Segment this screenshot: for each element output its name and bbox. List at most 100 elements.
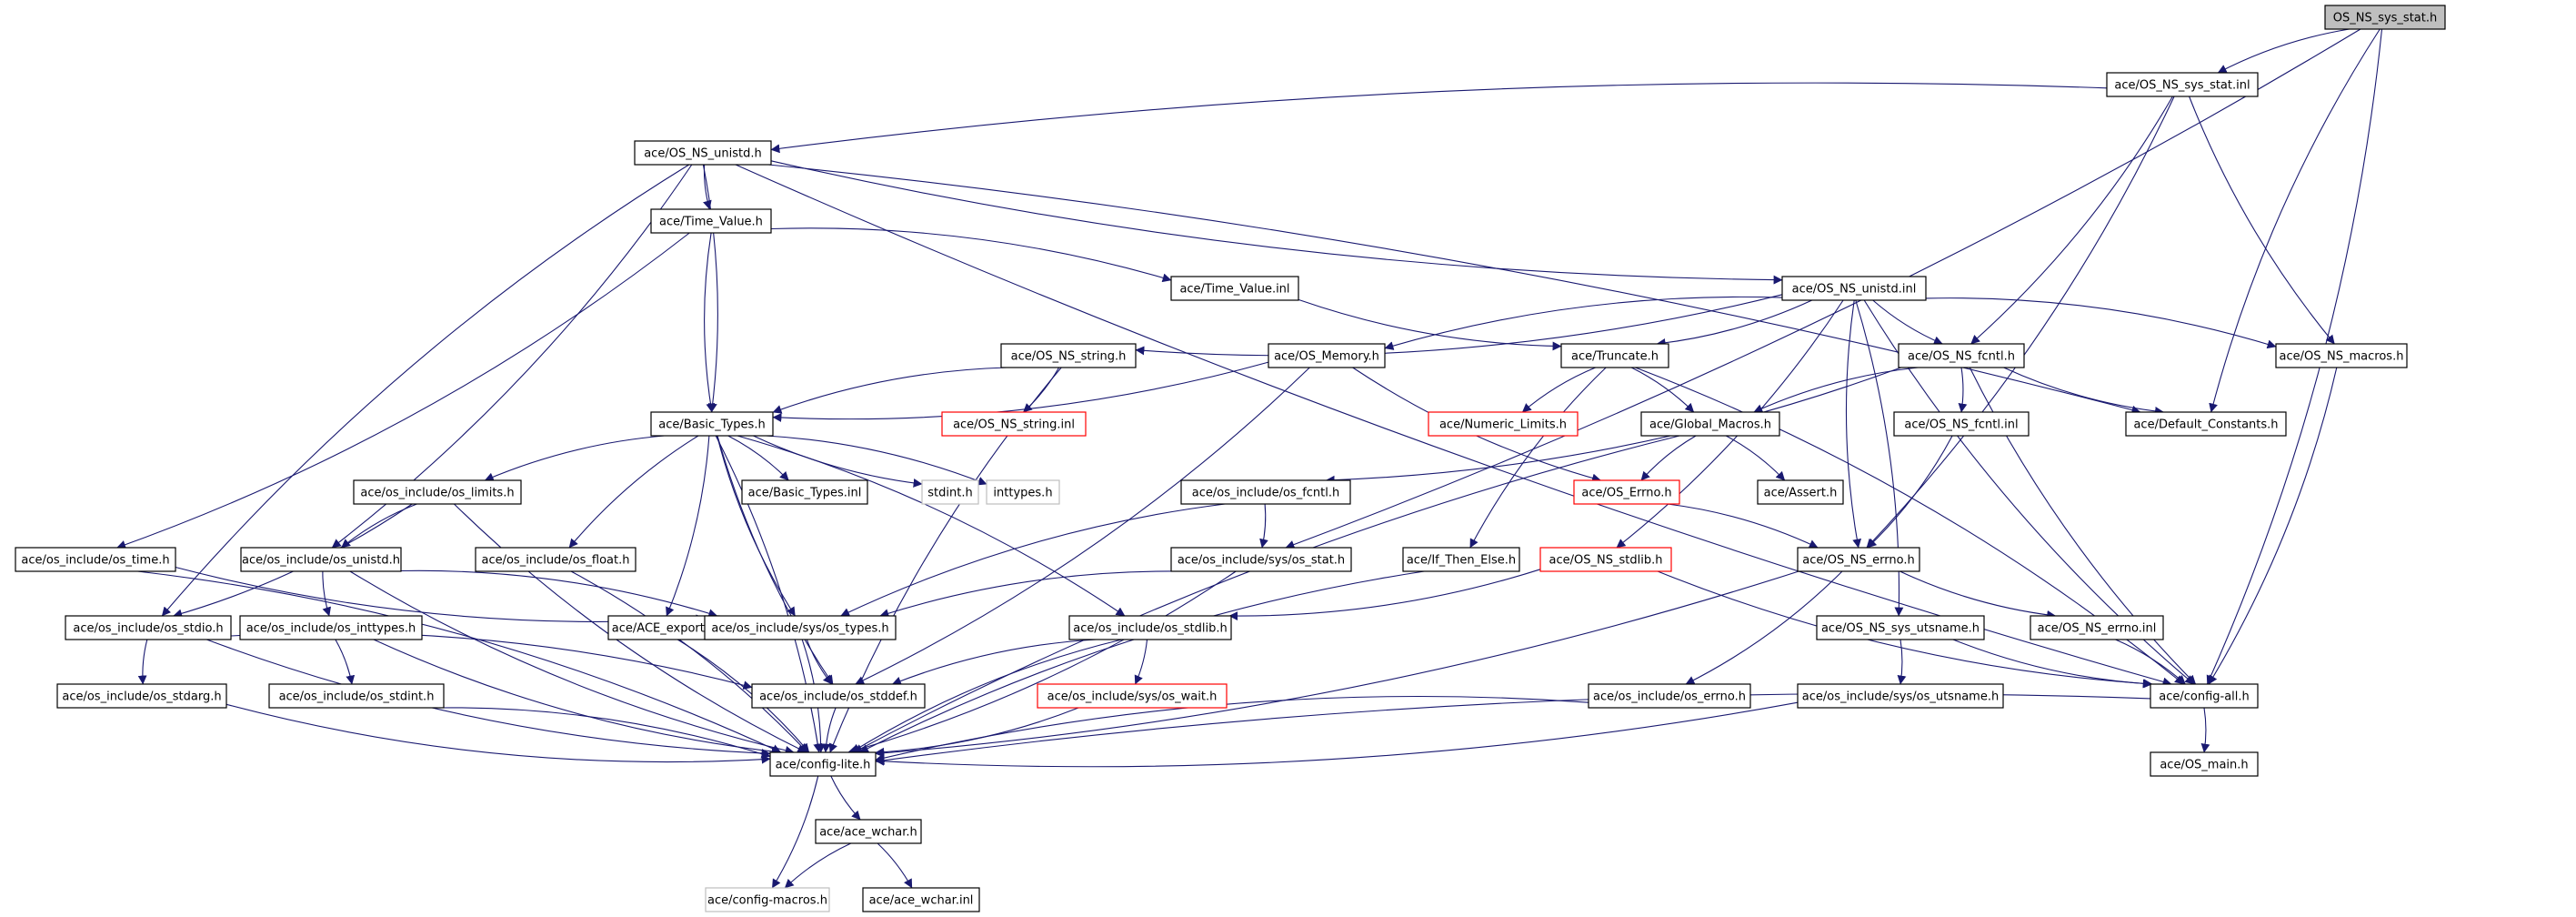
node-box-os_unistd[interactable] [240, 547, 402, 572]
node-basic_types[interactable]: ace/Basic_Types.h [650, 411, 774, 437]
node-box-os_float[interactable] [475, 547, 636, 572]
node-sys_os_types[interactable]: ace/os_include/sys/os_types.h [704, 615, 897, 640]
node-ace_wchar_h[interactable]: ace/ace_wchar.h [815, 819, 922, 844]
node-unistd_inl[interactable]: ace/OS_NS_unistd.inl [1781, 276, 1927, 301]
node-box-os_stddef[interactable] [751, 683, 926, 709]
node-box-time_value_h[interactable] [650, 208, 772, 234]
node-box-utsname_h[interactable] [1816, 615, 1985, 640]
node-box-sys_os_stat[interactable] [1170, 547, 1352, 572]
node-stdint[interactable]: stdint.h [921, 479, 979, 505]
node-box-os_stdlib[interactable] [1068, 615, 1232, 640]
node-config_macros[interactable]: ace/config-macros.h [705, 887, 830, 912]
node-truncate[interactable]: ace/Truncate.h [1560, 343, 1669, 368]
node-os_stdarg[interactable]: ace/os_include/os_stdarg.h [56, 683, 227, 709]
node-ace_export[interactable]: ace/ACE_export.h [607, 615, 720, 640]
node-box-os_memory[interactable] [1268, 343, 1386, 368]
node-sys_os_wait[interactable]: ace/os_include/sys/os_wait.h [1037, 683, 1228, 709]
node-os_time[interactable]: ace/os_include/os_time.h [15, 547, 176, 572]
node-fcntl_inl[interactable]: ace/OS_NS_fcntl.inl [1893, 411, 2030, 437]
node-box-unistd_inl[interactable] [1781, 276, 1927, 301]
node-box-os_inttypes[interactable] [239, 615, 423, 640]
node-os_inttypes[interactable]: ace/os_include/os_inttypes.h [239, 615, 423, 640]
node-os_memory[interactable]: ace/OS_Memory.h [1268, 343, 1386, 368]
node-box-sys_os_utsname[interactable] [1797, 683, 2004, 709]
node-box-string_inl[interactable] [941, 411, 1087, 437]
node-box-errno_h[interactable] [1797, 547, 1920, 572]
node-macros_h[interactable]: ace/OS_NS_macros.h [2275, 343, 2408, 368]
node-string_h[interactable]: ace/OS_NS_string.h [1000, 343, 1137, 368]
node-box-os_errno[interactable] [1588, 683, 1751, 709]
node-box-os_stdint[interactable] [268, 683, 445, 709]
node-box-config_macros[interactable] [705, 887, 830, 912]
node-time_value_inl[interactable]: ace/Time_Value.inl [1170, 276, 1299, 301]
node-inttypes[interactable]: inttypes.h [986, 479, 1060, 505]
node-sys_os_utsname[interactable]: ace/os_include/sys/os_utsname.h [1797, 683, 2004, 709]
node-os_fcntl[interactable]: ace/os_include/os_fcntl.h [1180, 479, 1351, 505]
node-box-config_lite[interactable] [769, 751, 877, 777]
node-box-global_macros[interactable] [1640, 411, 1780, 437]
node-global_macros[interactable]: ace/Global_Macros.h [1640, 411, 1780, 437]
node-box-fcntl_h[interactable] [1898, 343, 2025, 368]
node-box-basic_types_inl[interactable] [741, 479, 868, 505]
node-box-os_limits[interactable] [353, 479, 522, 505]
node-box-sys_os_types[interactable] [704, 615, 897, 640]
node-box-config_all[interactable] [2150, 683, 2259, 709]
node-box-stdlib_h[interactable] [1539, 547, 1672, 572]
node-box-ace_wchar_inl[interactable] [862, 887, 980, 912]
node-box-unistd_h[interactable] [634, 140, 772, 166]
node-utsname_h[interactable]: ace/OS_NS_sys_utsname.h [1816, 615, 1985, 640]
node-box-default_constants[interactable] [2125, 411, 2287, 437]
node-sys_os_stat[interactable]: ace/os_include/sys/os_stat.h [1170, 547, 1352, 572]
node-default_constants[interactable]: ace/Default_Constants.h [2125, 411, 2287, 437]
node-box-truncate[interactable] [1560, 343, 1669, 368]
node-box-os_fcntl[interactable] [1180, 479, 1351, 505]
node-box-numeric_limits[interactable] [1428, 411, 1579, 437]
node-box-os_stdarg[interactable] [56, 683, 227, 709]
node-root[interactable]: OS_NS_sys_stat.h [2324, 5, 2446, 30]
node-box-sys_os_wait[interactable] [1037, 683, 1228, 709]
node-box-os_stdio[interactable] [65, 615, 232, 640]
node-config_lite[interactable]: ace/config-lite.h [769, 751, 877, 777]
node-box-os_time[interactable] [15, 547, 176, 572]
node-os_stdint[interactable]: ace/os_include/os_stdint.h [268, 683, 445, 709]
node-basic_types_inl[interactable]: ace/Basic_Types.inl [741, 479, 868, 505]
node-os_stdlib[interactable]: ace/os_include/os_stdlib.h [1068, 615, 1232, 640]
node-box-ace_export[interactable] [607, 615, 720, 640]
node-box-if_then_else[interactable] [1402, 547, 1520, 572]
node-stdlib_h[interactable]: ace/OS_NS_stdlib.h [1539, 547, 1672, 572]
node-if_then_else[interactable]: ace/If_Then_Else.h [1402, 547, 1520, 572]
node-sys_stat_inl[interactable]: ace/OS_NS_sys_stat.inl [2106, 72, 2259, 97]
node-box-inttypes[interactable] [986, 479, 1060, 505]
node-box-errno_inl[interactable] [2030, 615, 2164, 640]
node-os_limits[interactable]: ace/os_include/os_limits.h [353, 479, 522, 505]
node-box-stdint[interactable] [921, 479, 979, 505]
node-assert_h[interactable]: ace/Assert.h [1757, 479, 1844, 505]
node-os_stdio[interactable]: ace/os_include/os_stdio.h [65, 615, 232, 640]
node-unistd_h[interactable]: ace/OS_NS_unistd.h [634, 140, 772, 166]
node-errno_inl[interactable]: ace/OS_NS_errno.inl [2030, 615, 2164, 640]
node-ace_wchar_inl[interactable]: ace/ace_wchar.inl [862, 887, 980, 912]
node-time_value_h[interactable]: ace/Time_Value.h [650, 208, 772, 234]
node-os_main[interactable]: ace/OS_main.h [2150, 751, 2259, 777]
node-box-fcntl_inl[interactable] [1893, 411, 2030, 437]
node-os_stddef[interactable]: ace/os_include/os_stddef.h [751, 683, 926, 709]
node-box-string_h[interactable] [1000, 343, 1137, 368]
node-string_inl[interactable]: ace/OS_NS_string.inl [941, 411, 1087, 437]
node-os_unistd[interactable]: ace/os_include/os_unistd.h [240, 547, 402, 572]
node-box-sys_stat_inl[interactable] [2106, 72, 2259, 97]
node-box-os_errno_ace[interactable] [1573, 479, 1680, 505]
node-config_all[interactable]: ace/config-all.h [2150, 683, 2259, 709]
node-fcntl_h[interactable]: ace/OS_NS_fcntl.h [1898, 343, 2025, 368]
node-os_errno[interactable]: ace/os_include/os_errno.h [1588, 683, 1751, 709]
node-os_float[interactable]: ace/os_include/os_float.h [475, 547, 636, 572]
node-box-basic_types[interactable] [650, 411, 774, 437]
node-os_errno_ace[interactable]: ace/OS_Errno.h [1573, 479, 1680, 505]
node-errno_h[interactable]: ace/OS_NS_errno.h [1797, 547, 1920, 572]
node-box-root[interactable] [2324, 5, 2446, 30]
node-box-macros_h[interactable] [2275, 343, 2408, 368]
node-numeric_limits[interactable]: ace/Numeric_Limits.h [1428, 411, 1579, 437]
node-box-os_main[interactable] [2150, 751, 2259, 777]
node-box-ace_wchar_h[interactable] [815, 819, 922, 844]
node-box-time_value_inl[interactable] [1170, 276, 1299, 301]
node-box-assert_h[interactable] [1757, 479, 1844, 505]
